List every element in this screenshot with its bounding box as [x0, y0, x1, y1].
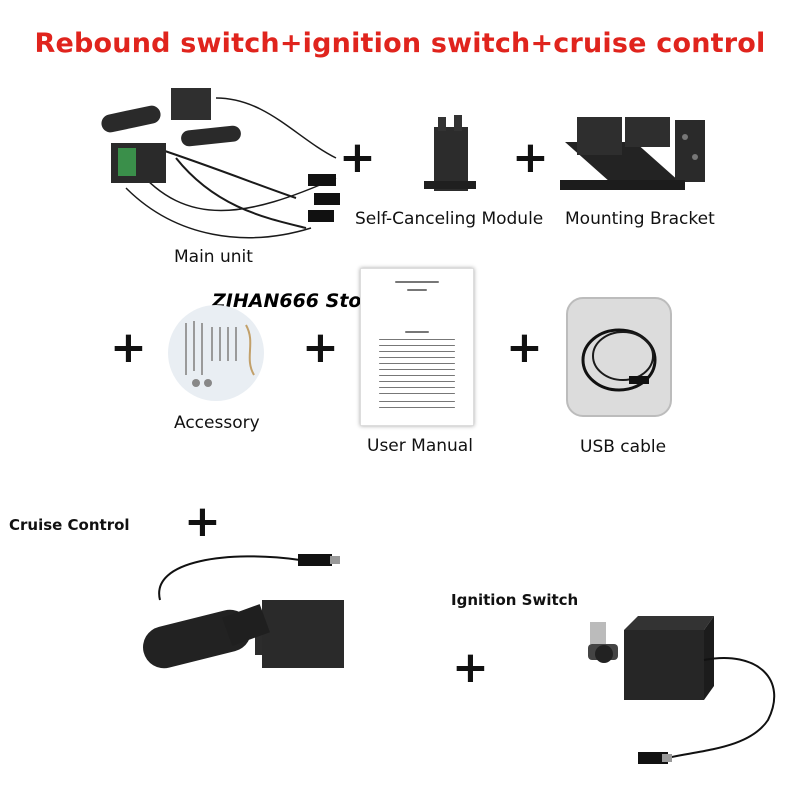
plus-icon: + — [110, 322, 147, 373]
plus-icon: + — [506, 322, 543, 373]
self-canceling-module-image — [420, 115, 480, 195]
cruise-control-image — [130, 540, 360, 690]
plus-icon: + — [339, 132, 376, 183]
accessory-image — [164, 303, 268, 403]
plus-icon: + — [184, 496, 221, 547]
mounting-bracket-image — [555, 112, 725, 202]
mounting-bracket-label: Mounting Bracket — [565, 209, 715, 229]
user-manual-image — [360, 268, 474, 426]
plus-icon: + — [512, 132, 549, 183]
user-manual-label: User Manual — [367, 436, 473, 456]
cruise-control-label: Cruise Control — [9, 516, 130, 534]
store-watermark: ZIHAN666 Store — [212, 290, 384, 312]
plus-icon: + — [302, 322, 339, 373]
plus-icon: + — [452, 642, 489, 693]
page-title: Rebound switch+ignition switch+cruise co… — [34, 28, 766, 59]
main-unit-image — [96, 78, 346, 248]
usb-cable-label: USB cable — [580, 437, 667, 457]
ignition-switch-image — [578, 600, 788, 780]
main-unit-label: Main unit — [174, 247, 253, 267]
usb-cable-image — [563, 290, 675, 420]
self-canceling-module-label: Self-Canceling Module — [355, 209, 544, 229]
ignition-switch-label: Ignition Switch — [451, 591, 579, 609]
accessory-label: Accessory — [174, 413, 260, 433]
